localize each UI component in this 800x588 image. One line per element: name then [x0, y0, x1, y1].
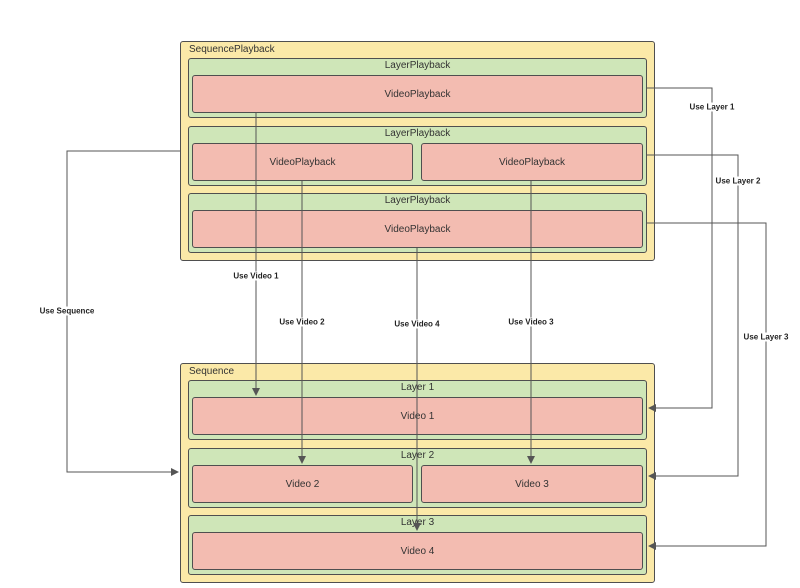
video-3-label: Video 3	[515, 478, 549, 490]
video-playback-1-label: VideoPlayback	[384, 88, 451, 100]
sequence-title: Sequence	[189, 366, 235, 377]
edge-use-layer-3	[647, 222, 767, 550]
label-use-video-1: Use Video 1	[233, 271, 279, 281]
layer-playback-3-title: LayerPlayback	[384, 195, 451, 206]
video-2-label: Video 2	[285, 478, 320, 490]
video-4: Video 4	[192, 532, 643, 570]
layer-playback-1-title: LayerPlayback	[384, 60, 451, 71]
video-playback-3: VideoPlayback	[421, 143, 643, 181]
video-playback-2: VideoPlayback	[192, 143, 413, 181]
video-playback-2-label: VideoPlayback	[269, 156, 336, 168]
video-2: Video 2	[192, 465, 413, 503]
label-use-layer-2: Use Layer 2	[715, 176, 761, 186]
label-use-video-2: Use Video 2	[279, 317, 325, 327]
video-playback-1: VideoPlayback	[192, 75, 643, 113]
video-4-label: Video 4	[400, 545, 435, 557]
label-use-video-3: Use Video 3	[508, 317, 554, 327]
label-use-layer-3: Use Layer 3	[743, 332, 789, 342]
video-playback-4: VideoPlayback	[192, 210, 643, 248]
edge-use-layer-1	[647, 87, 713, 412]
video-3: Video 3	[421, 465, 643, 503]
label-use-video-4: Use Video 4	[394, 319, 440, 329]
video-playback-3-label: VideoPlayback	[499, 156, 565, 168]
layer-playback-2-title: LayerPlayback	[384, 128, 451, 139]
label-use-layer-1: Use Layer 1	[689, 102, 735, 112]
edge-use-layer-2	[647, 154, 739, 480]
label-use-sequence: Use Sequence	[39, 306, 95, 316]
sequence-playback-title: SequencePlayback	[189, 44, 275, 55]
video-playback-4-label: VideoPlayback	[384, 223, 451, 235]
